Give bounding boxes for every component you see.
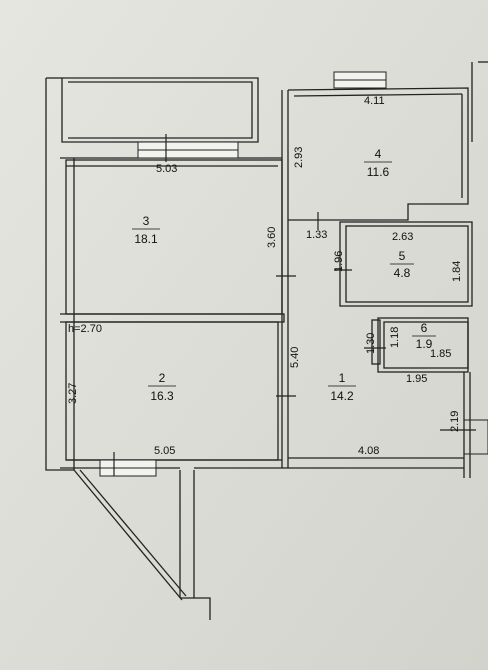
- ceiling-height: h=2.70: [68, 323, 102, 335]
- room-2-number: 2: [159, 371, 166, 385]
- room-5-area: 4.8: [394, 266, 411, 280]
- dim-corridor-width: 1.33: [306, 229, 327, 241]
- room-6-area: 1.9: [416, 337, 433, 351]
- door-marks: [113, 134, 476, 476]
- dim-room-5-height: 1.84: [451, 261, 463, 282]
- dim-room-2-width: 5.05: [154, 445, 175, 457]
- room-2-area: 16.3: [150, 389, 174, 403]
- room-5-number: 5: [399, 249, 406, 263]
- room-labels: 3 18.1 2 16.3 4 11.6 5 4.8 6 1.9 1 14.2 …: [68, 147, 436, 403]
- room-6-number: 6: [421, 321, 428, 335]
- dim-entry-height: 2.19: [449, 411, 461, 432]
- dim-room-2-height: 3.27: [67, 383, 79, 404]
- dim-room-1-height: 5.40: [289, 347, 301, 368]
- dim-room-1-width: 4.08: [358, 445, 379, 457]
- room-1-number: 1: [339, 371, 346, 385]
- dim-room-6-width: 1.85: [430, 348, 451, 360]
- room-3-number: 3: [143, 214, 150, 228]
- dim-corridor-height: 1.96: [333, 251, 345, 272]
- dim-room-3-width: 5.03: [156, 163, 177, 175]
- dim-room-5-width: 2.63: [392, 231, 413, 243]
- room-1-area: 14.2: [330, 389, 354, 403]
- door-entry: [463, 419, 488, 455]
- dim-room-6-height: 1.18: [389, 327, 401, 348]
- room-4-area: 11.6: [367, 165, 390, 179]
- dimension-labels: 5.03 3.60 4.11 2.93 1.33 1.96 2.63 1.84 …: [67, 95, 463, 457]
- walls: [45, 61, 488, 620]
- dim-room-1-upper-width: 1.95: [406, 373, 427, 385]
- dim-room-4-width: 4.11: [364, 95, 385, 107]
- dim-room-4-height: 2.93: [293, 147, 305, 168]
- room-3-area: 18.1: [134, 232, 158, 246]
- dim-shaft-height: 1.30: [365, 333, 377, 354]
- dim-room-3-height: 3.60: [266, 227, 278, 248]
- windows: [99, 71, 488, 477]
- room-4-number: 4: [375, 147, 382, 161]
